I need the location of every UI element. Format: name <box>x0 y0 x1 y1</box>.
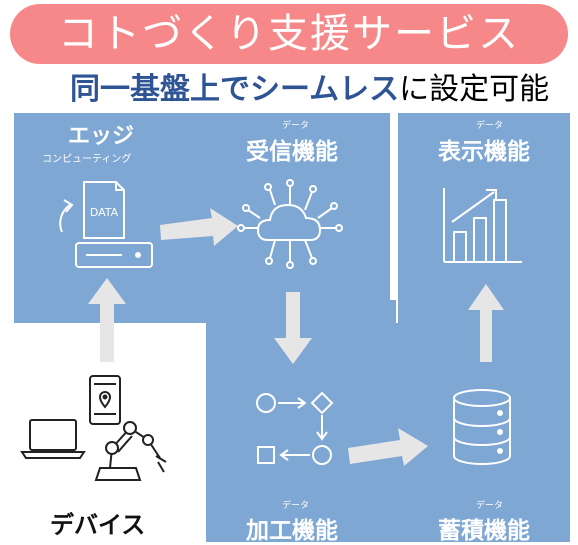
smartphone-icon <box>89 375 121 425</box>
arrow-process-to-store <box>348 428 428 466</box>
display-ruby: データ <box>476 121 504 131</box>
panel-top-left <box>14 113 390 323</box>
cloud-network-icon <box>237 179 343 269</box>
arrow-devices-to-edge <box>88 278 126 362</box>
store-ruby: データ <box>476 501 504 511</box>
process-title: 加工機能 <box>246 518 338 544</box>
arrow-receive-to-process <box>274 292 312 364</box>
edge-device-icon <box>59 181 153 268</box>
store-title: 蓄積機能 <box>438 518 530 544</box>
devices-title: デバイス <box>50 511 146 539</box>
edge-title: エッジ <box>68 124 135 149</box>
panel-connector <box>206 300 396 330</box>
receive-title: 受信機能 <box>246 139 338 165</box>
process-ruby: データ <box>282 501 310 511</box>
flow-arrows <box>88 208 504 466</box>
subtitle-rest: に設定可能 <box>399 72 550 107</box>
subtitle-highlight: 同一基盤上でシームレス <box>70 72 400 107</box>
devices-icon <box>20 375 167 481</box>
arrow-store-to-display <box>468 284 504 362</box>
receive-ruby: データ <box>282 121 310 131</box>
bar-chart-icon <box>443 188 522 263</box>
subtitle: 同一基盤上でシームレスに設定可能 <box>70 70 549 110</box>
data-doc-label: DATA <box>90 206 119 219</box>
arrow-edge-to-receive <box>160 208 238 246</box>
process-flow-icon <box>256 391 334 465</box>
robot-arm-icon <box>94 467 142 481</box>
title-banner: コトづくり支援サービス <box>10 4 568 64</box>
database-icon <box>453 389 511 465</box>
edge-subtitle: コンピューティング <box>42 154 132 165</box>
display-title: 表示機能 <box>438 139 530 165</box>
laptop-icon <box>29 419 77 451</box>
